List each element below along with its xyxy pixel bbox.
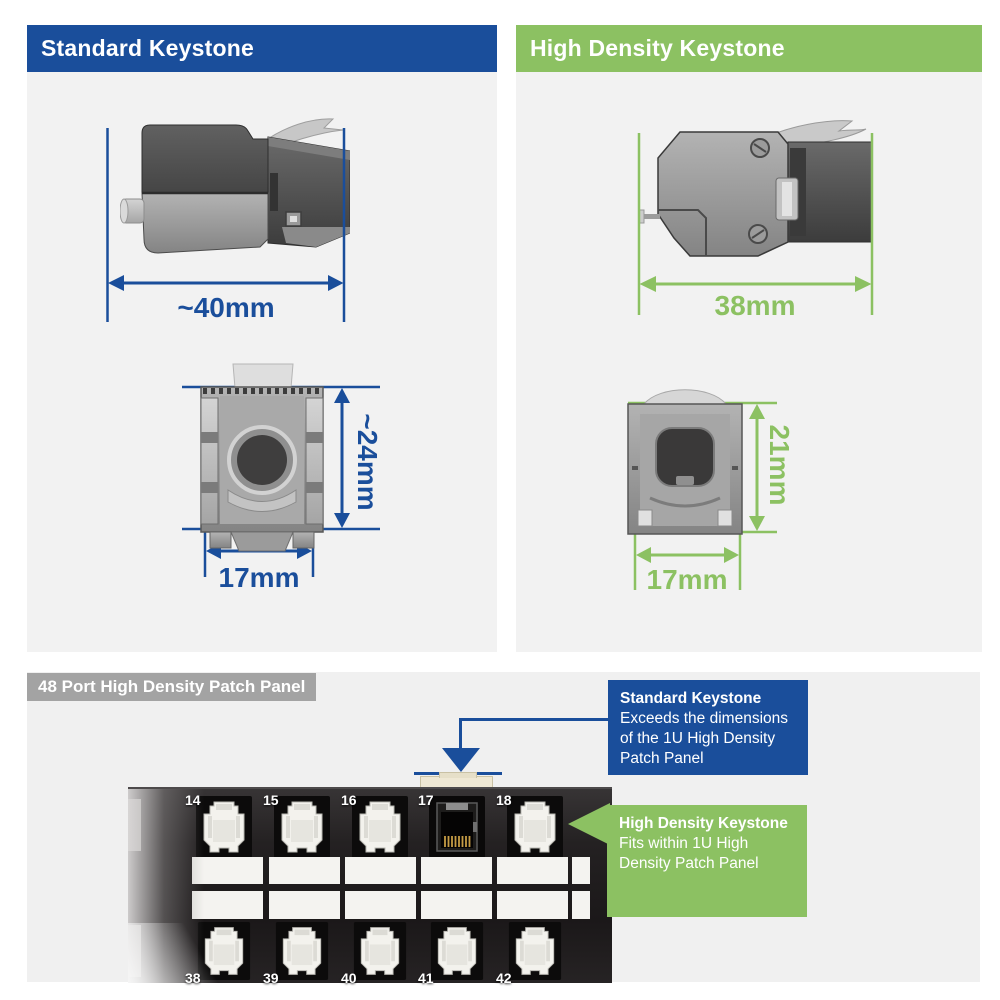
port-39: 39: [263, 922, 330, 986]
label-strip: [345, 891, 416, 919]
callout-title: Standard Keystone: [620, 690, 762, 707]
port-number: 42: [496, 970, 512, 986]
label-strip: [269, 857, 340, 884]
port-41: 41: [418, 922, 485, 986]
label-strip: [421, 891, 492, 919]
standard-side-width-label: ~40mm: [177, 292, 275, 323]
callout-connector-line: [460, 718, 611, 721]
standard-front-height-label: ~24mm: [352, 413, 383, 511]
high-density-keystone-panel: High Density Keystone: [516, 25, 982, 652]
high-density-keystone-side-photo: [638, 120, 873, 257]
callout-connector-line-vertical: [459, 718, 462, 750]
label-strip: [421, 857, 492, 884]
label-strip: [345, 857, 416, 884]
port-18: 18: [496, 792, 563, 858]
standard-front-width-label: 17mm: [218, 562, 300, 593]
callout-body: Exceeds the dimensions of the 1U High De…: [620, 710, 789, 767]
label-strip: [572, 857, 590, 884]
port-40: 40: [341, 922, 408, 986]
port-number: 15: [263, 792, 279, 808]
standard-keystone-side-photo: [120, 118, 350, 254]
port-38: 38: [185, 922, 252, 986]
standard-keystone-callout: Standard Keystone Exceeds the dimensions…: [608, 680, 808, 775]
standard-keystone-panel: Standard Keystone: [27, 25, 497, 652]
port-number: 18: [496, 792, 512, 808]
high-density-keystone-front-photo: [627, 389, 743, 535]
port-14: 14: [185, 792, 252, 858]
label-strip: [497, 891, 568, 919]
high-density-side-width-label: 38mm: [714, 290, 796, 321]
callout-body: Fits within 1U High Density Patch Panel: [619, 835, 759, 872]
high-density-keystone-body: 38mm 21mm 17mm: [516, 72, 982, 652]
down-arrow-icon: [442, 748, 480, 772]
label-strip: [497, 857, 568, 884]
high-density-keystone-callout: High Density Keystone Fits within 1U Hig…: [607, 805, 807, 917]
port-16: 16: [341, 792, 408, 858]
port-number: 17: [418, 792, 434, 808]
high-density-keystone-header: High Density Keystone: [516, 25, 982, 72]
patch-panel-section: 48 Port High Density Patch Panel 14 15 1…: [27, 672, 980, 986]
high-density-front-width-label: 17mm: [646, 564, 728, 595]
port-number: 16: [341, 792, 357, 808]
patch-panel-section-label: 48 Port High Density Patch Panel: [27, 673, 317, 701]
standard-keystone-front-photo: [200, 363, 324, 552]
protruding-standard-keystone: [420, 772, 493, 790]
callout-title: High Density Keystone: [619, 815, 788, 832]
port-number: 41: [418, 970, 434, 986]
port-number: 14: [185, 792, 201, 808]
port-number: 40: [341, 970, 357, 986]
port-42: 42: [496, 922, 563, 986]
patch-panel-photo: 14 15 16 17 18: [128, 787, 612, 986]
panel-corner-fade: [128, 923, 258, 983]
port-15: 15: [263, 792, 330, 858]
standard-keystone-header: Standard Keystone: [27, 25, 497, 72]
label-strip: [269, 891, 340, 919]
port-number: 39: [263, 970, 279, 986]
port-17-rj45: 17: [418, 792, 485, 858]
port-number: 38: [185, 970, 201, 986]
label-strip: [572, 891, 590, 919]
high-density-front-height-label: 21mm: [764, 424, 795, 506]
standard-keystone-body: ~40mm ~24mm 17mm: [27, 72, 497, 652]
left-arrow-icon: [568, 803, 610, 845]
